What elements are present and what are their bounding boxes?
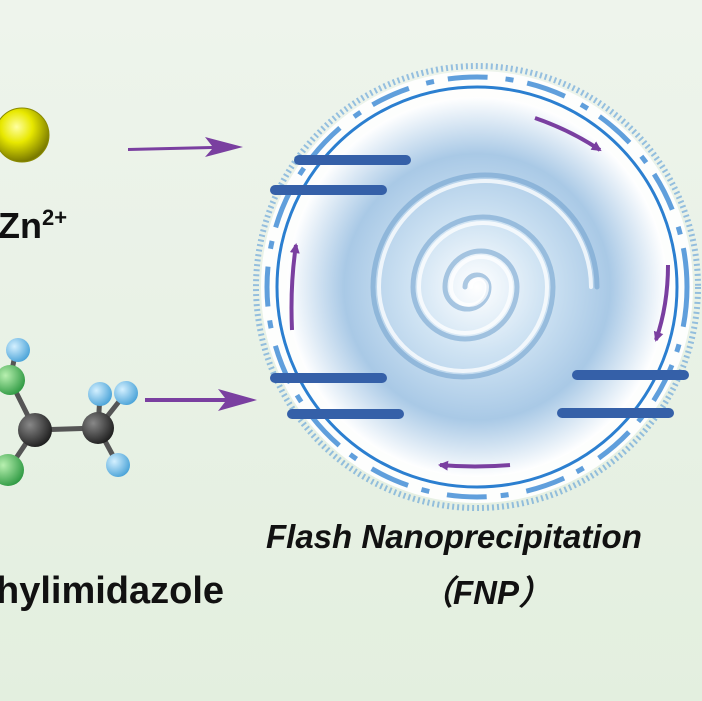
vortex-mixer — [253, 63, 701, 511]
zinc-feed-arrow — [128, 137, 243, 157]
zinc-ion-sphere — [0, 107, 50, 163]
fnp-abbreviation: （FNP） — [420, 574, 552, 611]
fnp-title: Flash Nanoprecipitation — [266, 518, 642, 555]
flow-arrows — [289, 116, 670, 471]
zinc-ion-label: Zn2+ — [0, 205, 68, 246]
ligand-label: hylimidazole — [0, 570, 225, 612]
ligand-molecule — [0, 338, 138, 486]
inlet-channels — [270, 155, 689, 419]
ligand-feed-arrow — [145, 389, 257, 411]
